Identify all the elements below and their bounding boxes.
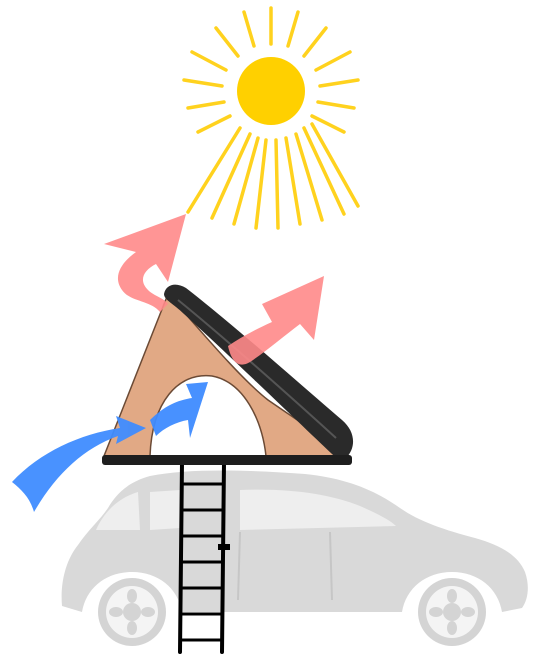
tent-base [102,455,352,465]
warm-air-arrow-right [228,276,324,365]
sun-disc [237,57,305,125]
car-rear-wheel [98,578,166,646]
car-side-window [150,490,180,530]
sun-icon [184,8,358,228]
warm-air-arrow [104,214,324,365]
car-front-wheel [418,578,486,646]
car-silhouette [62,471,528,647]
